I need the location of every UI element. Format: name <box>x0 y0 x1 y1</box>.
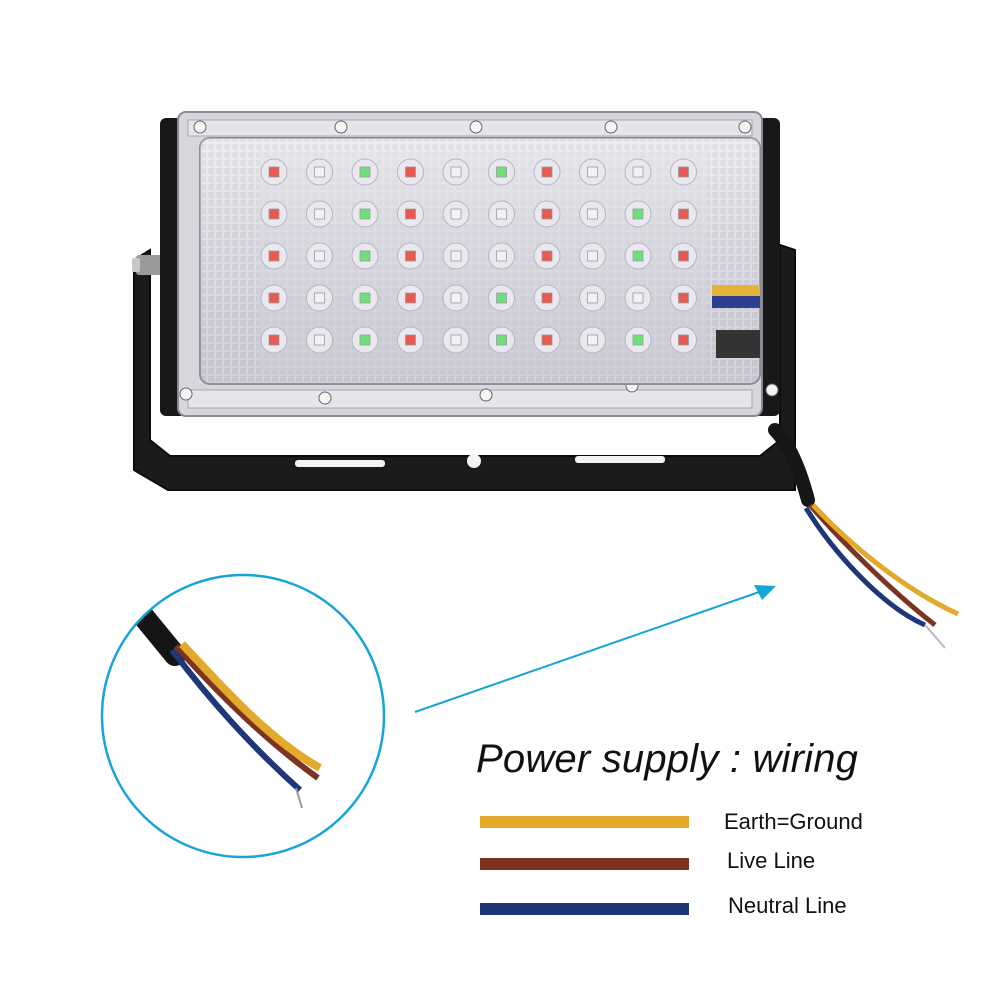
wiring-title: Power supply : wiring <box>476 737 859 781</box>
led-chip <box>268 334 280 346</box>
led-chip <box>587 292 598 304</box>
led-chip <box>632 166 644 178</box>
power-cable <box>768 423 960 649</box>
neutral-wire-swatch <box>480 903 689 915</box>
led-chip <box>268 166 280 178</box>
bolt-knob <box>136 255 162 275</box>
led-chip <box>405 166 416 178</box>
led-chip <box>268 292 280 304</box>
led-chip <box>496 208 507 220</box>
led-chip <box>678 166 689 178</box>
earth-label: Earth=Ground <box>724 809 863 834</box>
led-chip <box>359 292 371 304</box>
led-chip <box>450 292 462 304</box>
mounting-bracket <box>132 243 796 491</box>
legend-row-neutral: Neutral Line <box>0 887 1000 927</box>
led-chip <box>359 208 371 220</box>
neutral-label: Neutral Line <box>728 893 847 918</box>
led-chip <box>632 292 644 304</box>
led-chip <box>678 334 689 346</box>
led-chip <box>268 208 280 220</box>
led-array <box>260 158 697 354</box>
led-chip <box>678 292 689 304</box>
led-chip <box>496 334 507 346</box>
led-chip <box>314 250 325 262</box>
led-chip <box>587 166 598 178</box>
led-chip <box>405 250 416 262</box>
led-chip <box>405 334 416 346</box>
led-chip <box>450 166 462 178</box>
led-chip <box>314 334 325 346</box>
led-chip <box>450 208 462 220</box>
led-chip <box>678 250 689 262</box>
led-chip <box>314 208 325 220</box>
led-chip <box>541 208 553 220</box>
led-chip <box>314 292 325 304</box>
led-chip <box>587 334 598 346</box>
led-chip <box>405 292 416 304</box>
legend-row-live: Live Line <box>0 845 1000 885</box>
live-wire-swatch <box>480 858 689 870</box>
led-chip <box>268 250 280 262</box>
wire-connector <box>712 285 760 358</box>
led-chip <box>359 166 371 178</box>
pointer-arrow <box>414 585 776 713</box>
led-chip <box>359 250 371 262</box>
legend-row-earth: Earth=Ground <box>0 805 1000 845</box>
led-chip <box>587 250 598 262</box>
earth-wire-swatch <box>480 816 689 828</box>
led-chip <box>587 208 598 220</box>
led-lens-panel <box>199 137 761 385</box>
led-chip <box>541 166 553 178</box>
led-chip <box>450 250 462 262</box>
led-chip <box>496 166 507 178</box>
led-chip <box>496 292 507 304</box>
led-chip <box>632 334 644 346</box>
led-chip <box>359 334 371 346</box>
led-chip <box>450 334 462 346</box>
led-chip <box>496 250 507 262</box>
led-chip <box>541 334 553 346</box>
led-chip <box>405 208 416 220</box>
led-chip <box>632 250 644 262</box>
led-chip <box>314 166 325 178</box>
led-chip <box>541 292 553 304</box>
led-chip <box>632 208 644 220</box>
led-chip <box>678 208 689 220</box>
live-label: Live Line <box>727 848 816 873</box>
led-chip <box>541 250 553 262</box>
